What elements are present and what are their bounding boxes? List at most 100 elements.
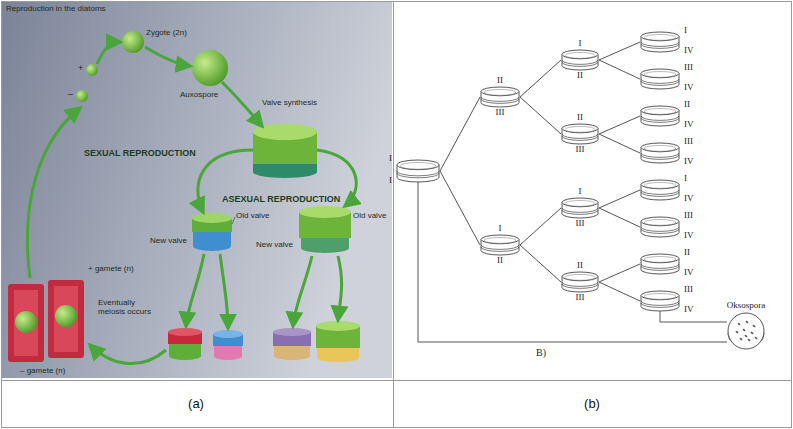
valve-label: New valve	[256, 240, 293, 249]
outline-part	[644, 35, 676, 41]
valve-numeral: IV	[684, 231, 694, 241]
gametangia	[15, 311, 37, 333]
left-dividing-cell	[232, 217, 235, 224]
mating-sign: –	[68, 89, 73, 99]
large-frustule	[253, 124, 317, 178]
auxospore-node: Oksospora	[727, 312, 765, 350]
valve-numeral: III	[684, 285, 693, 295]
outline-part	[644, 72, 676, 78]
lineage-line	[520, 208, 561, 245]
outline-part	[641, 301, 679, 305]
frustule-node: IIV	[640, 180, 680, 200]
frustule-outline	[640, 217, 680, 237]
outline-part	[397, 160, 439, 170]
outline-part	[644, 146, 676, 152]
outline-part	[641, 79, 679, 83]
gametangia	[54, 286, 78, 352]
outline-part	[641, 69, 679, 78]
stage-label: Zygote (2n)	[146, 28, 187, 37]
outline-part	[484, 238, 516, 244]
valve-label: Old valve	[236, 211, 269, 220]
valve-numeral: I	[579, 187, 582, 197]
outline-part	[641, 291, 679, 300]
cycle-arrows	[220, 254, 228, 328]
outline-part	[641, 32, 679, 41]
frustule-node: IIIIV	[640, 291, 680, 311]
frustule-outline	[480, 87, 520, 107]
right-dividing-cell	[299, 206, 351, 253]
cycle-arrows	[145, 47, 190, 66]
spore-dot	[737, 322, 741, 325]
lineage-line	[440, 97, 480, 171]
right-dividing-cell	[301, 243, 349, 253]
valve-numeral: II	[577, 113, 583, 123]
valve-numeral: II	[684, 248, 690, 258]
frustule-node: IIIV	[640, 106, 680, 126]
outline-part	[641, 266, 679, 270]
frustule-outline	[640, 143, 680, 163]
section-heading: SEXUAL REPRODUCTION	[84, 148, 196, 158]
gametangia	[8, 280, 84, 362]
outline-part	[562, 50, 598, 59]
valve-numeral: IV	[684, 268, 694, 278]
gametangia	[48, 280, 84, 358]
outline-part	[641, 190, 679, 194]
outline-part	[484, 90, 516, 96]
cycle-arrows	[27, 108, 80, 278]
valve-numeral: IV	[684, 157, 694, 167]
outline-part	[641, 227, 679, 231]
frustule-node: IIIII	[561, 272, 599, 292]
outline-part	[644, 109, 676, 115]
valve-numeral: I	[579, 39, 582, 49]
spore-dot	[735, 330, 739, 333]
outline-part	[641, 116, 679, 120]
frustule-node: IIIIV	[640, 217, 680, 237]
outline-part	[562, 124, 598, 133]
frustule-outline	[396, 160, 440, 182]
outline-part	[565, 275, 595, 281]
spore-dot	[754, 336, 758, 339]
outline-part	[397, 171, 439, 176]
cycle-arrows	[27, 42, 356, 364]
cycle-arrows	[97, 42, 120, 64]
photo-panel	[2, 2, 392, 378]
large-frustule	[253, 166, 317, 178]
valve-numeral: II	[497, 256, 503, 266]
outline-part	[562, 208, 598, 212]
outline-part	[481, 245, 519, 249]
valve-numeral: I	[389, 176, 392, 186]
left-dividing-cell	[193, 241, 231, 251]
spore-dot	[739, 337, 743, 340]
frustule-outline	[561, 50, 599, 70]
frustule-node: IIIII	[480, 87, 520, 107]
outline-part	[562, 284, 598, 288]
stage-label: Auxospore	[180, 90, 218, 99]
process-note: Eventually meiosis occurs	[98, 298, 162, 316]
daughter-cells	[169, 352, 201, 360]
panel-caption: (b)	[584, 397, 600, 412]
outline-part	[641, 153, 679, 157]
outline-part	[481, 235, 519, 244]
stage-label: Oksospora	[727, 301, 766, 311]
outline-part	[644, 183, 676, 189]
gametes-zygote-auxospore	[76, 31, 228, 102]
cycle-arrows	[222, 82, 262, 126]
daughter-cells	[213, 330, 243, 338]
valve-numeral: IV	[684, 83, 694, 93]
outline-part	[644, 294, 676, 300]
outline-part	[641, 192, 679, 196]
outline-part	[641, 303, 679, 307]
cycle-arrows	[90, 345, 166, 364]
lineage-line	[520, 245, 561, 282]
spore-dot	[747, 338, 751, 341]
frustule-outline	[561, 272, 599, 292]
lineage-line	[440, 171, 480, 245]
lineage-line	[599, 116, 640, 134]
outline-part	[641, 143, 679, 152]
gametes-zygote-auxospore	[192, 50, 228, 86]
daughter-cells	[316, 321, 360, 331]
lineage-line	[599, 190, 640, 208]
